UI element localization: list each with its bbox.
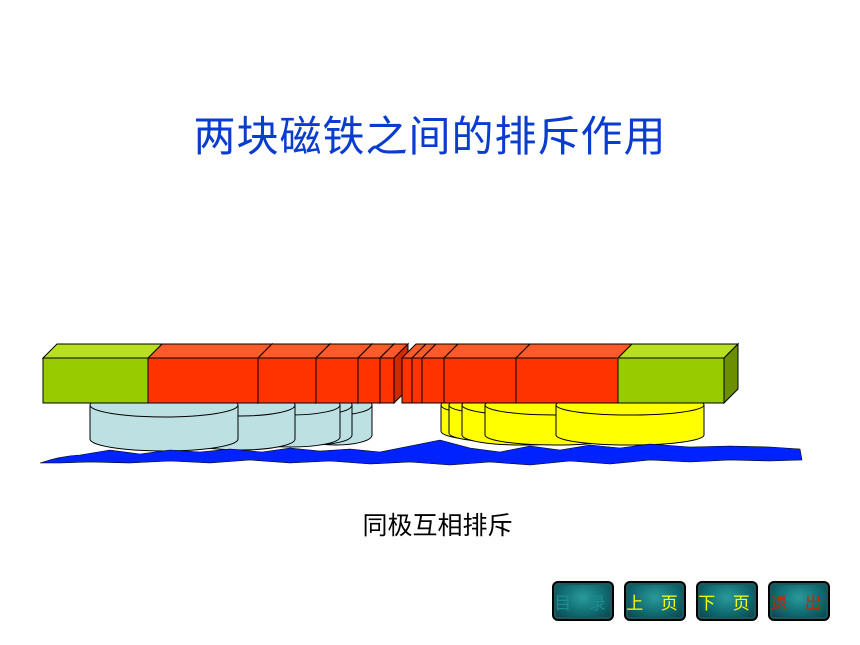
contents-button[interactable]: 目 录 xyxy=(552,581,614,621)
magnet-bar xyxy=(41,342,740,405)
previous-page-button[interactable]: 上 页 xyxy=(624,581,686,621)
exit-button[interactable]: 退 出 xyxy=(768,581,830,621)
slide-title: 两块磁铁之间的排斥作用 xyxy=(193,112,667,161)
water-surface xyxy=(39,439,803,466)
next-page-button[interactable]: 下 页 xyxy=(696,581,758,621)
slide-caption: 同极互相排斥 xyxy=(362,511,513,540)
